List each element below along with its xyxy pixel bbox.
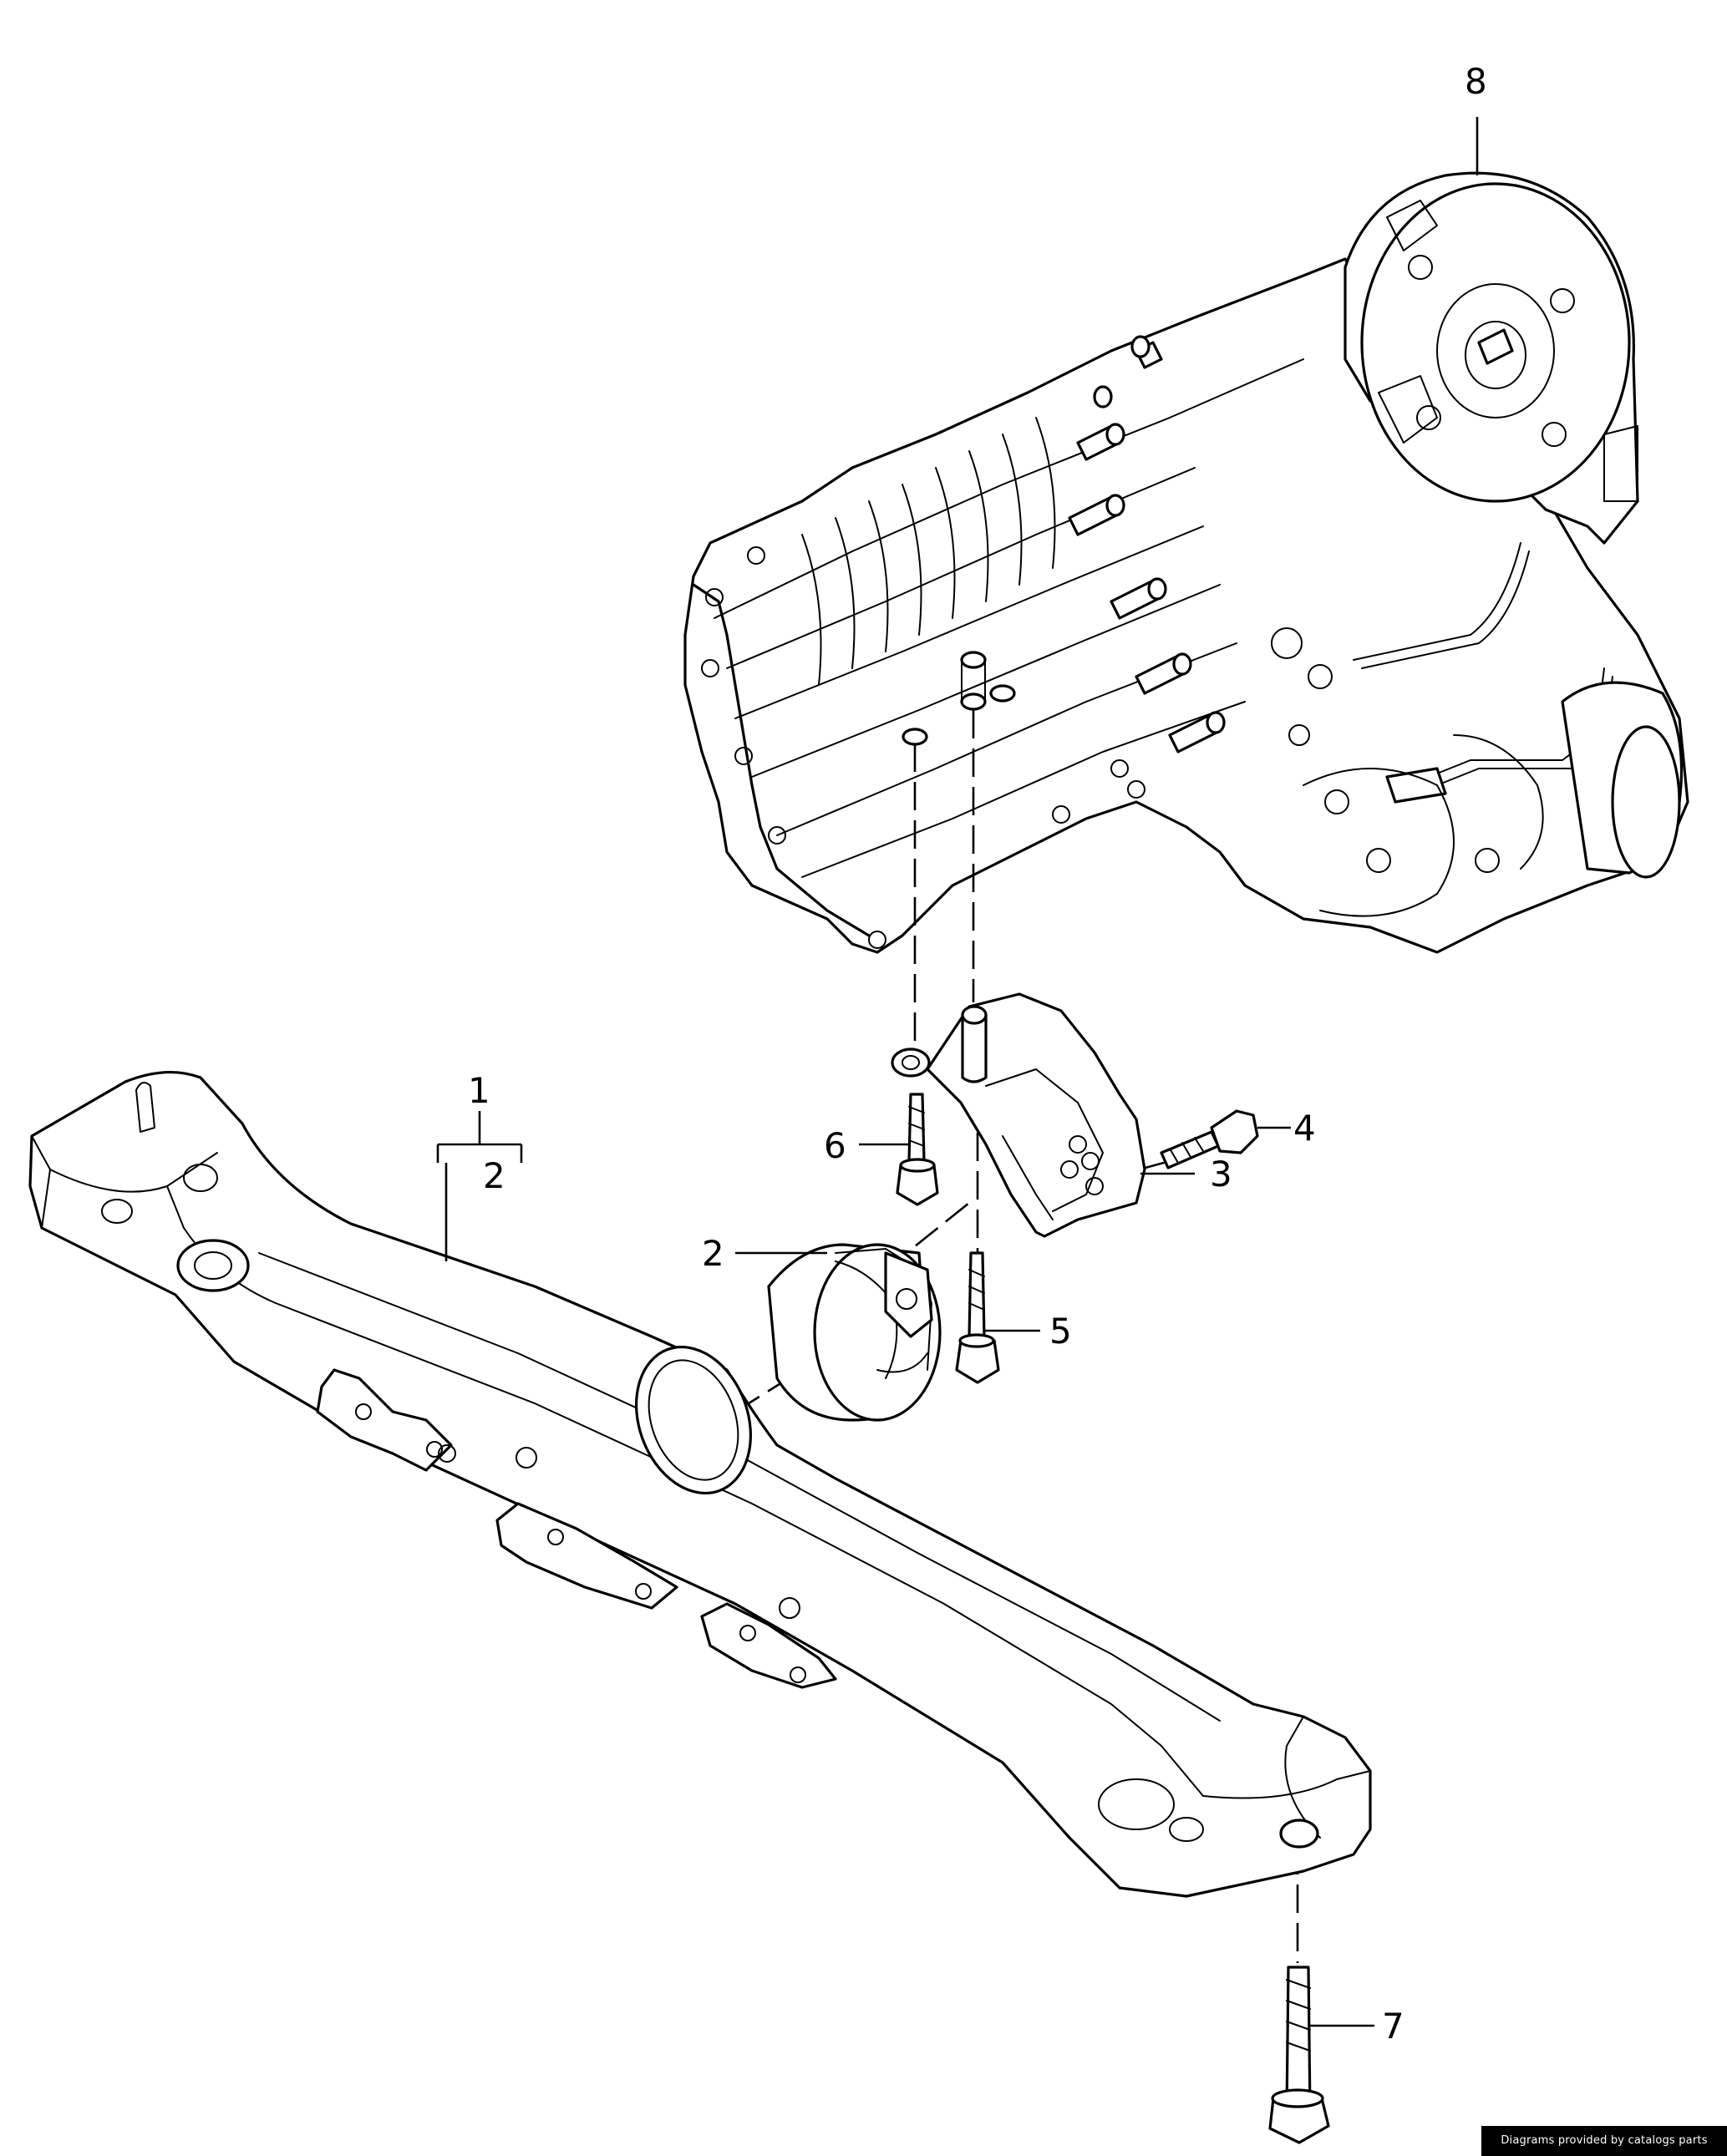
leader-lines <box>436 117 1479 2027</box>
callout-3: 3 <box>1210 1154 1232 1195</box>
bracket-part-3 <box>891 992 1146 1238</box>
bushing-part-2 <box>767 1243 942 1422</box>
differential-case <box>1271 627 1684 917</box>
housing-studs <box>1068 335 1226 753</box>
bolt-part-5 <box>955 1251 1000 1384</box>
housing-bolt-holes <box>701 546 1145 949</box>
bolt-part-4 <box>1160 1109 1259 1169</box>
callout-8: 8 <box>1465 61 1487 102</box>
callout-5: 5 <box>1049 1311 1072 1352</box>
output-drum <box>1344 171 1639 545</box>
housing-ribs <box>801 417 1056 686</box>
callout-2: 2 <box>702 1233 724 1274</box>
crossmember-part-1 <box>28 1071 1372 1898</box>
bolt-part-6 <box>896 1093 939 1206</box>
callout-7: 7 <box>1382 2006 1404 2047</box>
credit-banner: Diagrams provided by catalogs parts <box>1481 2126 1727 2156</box>
callout-1: 1 <box>468 1070 490 1111</box>
callout-labels: 8 1 2 2 3 4 5 6 7 <box>468 61 1487 2047</box>
transmission-part-8 <box>683 171 1689 954</box>
callout-1-sub-2: 2 <box>483 1155 505 1196</box>
callout-6: 6 <box>824 1125 846 1166</box>
callout-4: 4 <box>1293 1108 1316 1149</box>
bolt-part-7 <box>1268 1966 1330 2144</box>
